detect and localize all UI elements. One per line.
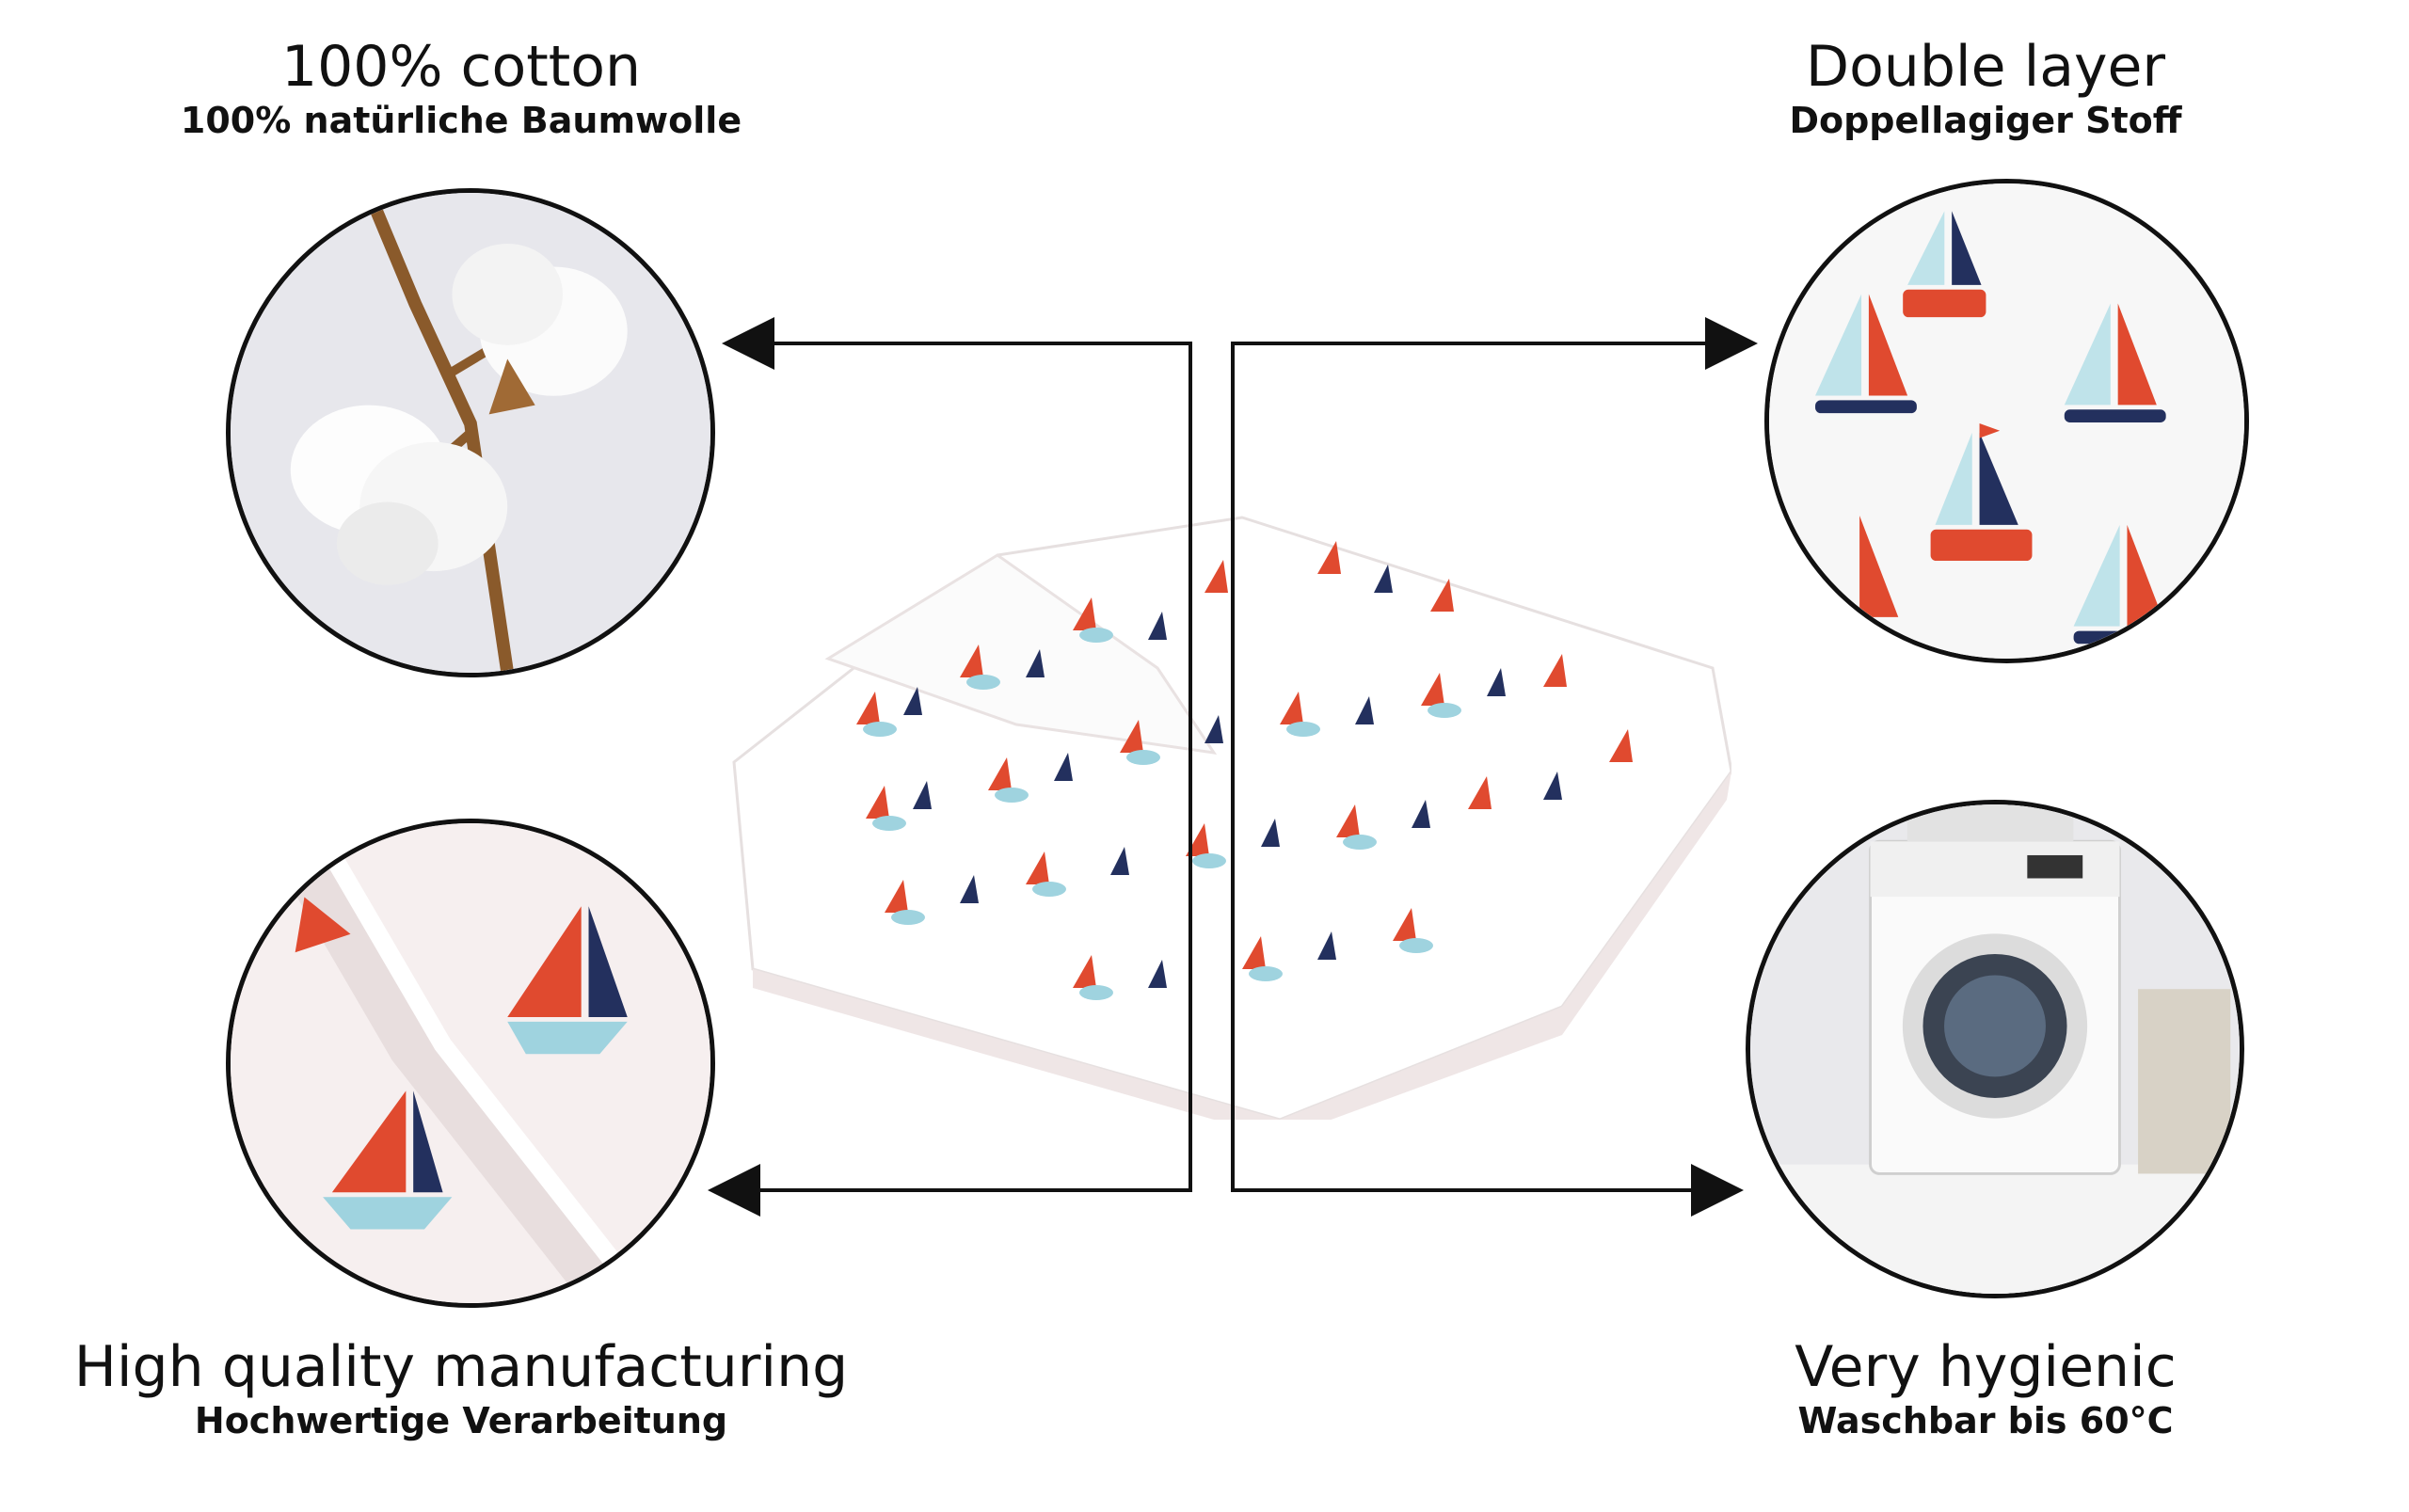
feature-double-layer-subtitle: Doppellagiger Stoff xyxy=(1789,100,2182,141)
cotton-plant-image xyxy=(231,193,710,673)
blanket-illustration xyxy=(732,516,1731,1120)
feature-hygiene-title: Very hygienic xyxy=(1795,1334,2177,1400)
feature-cotton: 100% cotton 100% natürliche Baumwolle xyxy=(169,36,753,144)
feature-cotton-title: 100% cotton xyxy=(280,34,642,100)
sailboat-pattern-image xyxy=(1769,183,2244,659)
feature-quality-title: High quality manufacturing xyxy=(73,1334,849,1400)
washing-machine-image xyxy=(1750,804,2240,1294)
stitching-closeup-circle xyxy=(226,819,715,1308)
washing-machine-circle xyxy=(1746,800,2244,1298)
feature-hygiene-subtitle: Waschbar bis 60°C xyxy=(1797,1400,2174,1441)
fabric-closeup-circle xyxy=(1764,179,2249,663)
feature-double-layer: Double layer Doppellagiger Stoff xyxy=(1694,36,2277,144)
feature-quality: High quality manufacturing Hochwertige V… xyxy=(38,1336,885,1444)
feature-double-layer-title: Double layer xyxy=(1805,34,2166,100)
feature-hygiene: Very hygienic Waschbar bis 60°C xyxy=(1694,1336,2277,1444)
feature-cotton-subtitle: 100% natürliche Baumwolle xyxy=(180,100,742,141)
feature-quality-subtitle: Hochwertige Verarbeitung xyxy=(194,1400,728,1441)
folded-blanket-image xyxy=(715,442,1731,1120)
fabric-seam-image xyxy=(231,823,710,1303)
cotton-photo-circle xyxy=(226,188,715,677)
